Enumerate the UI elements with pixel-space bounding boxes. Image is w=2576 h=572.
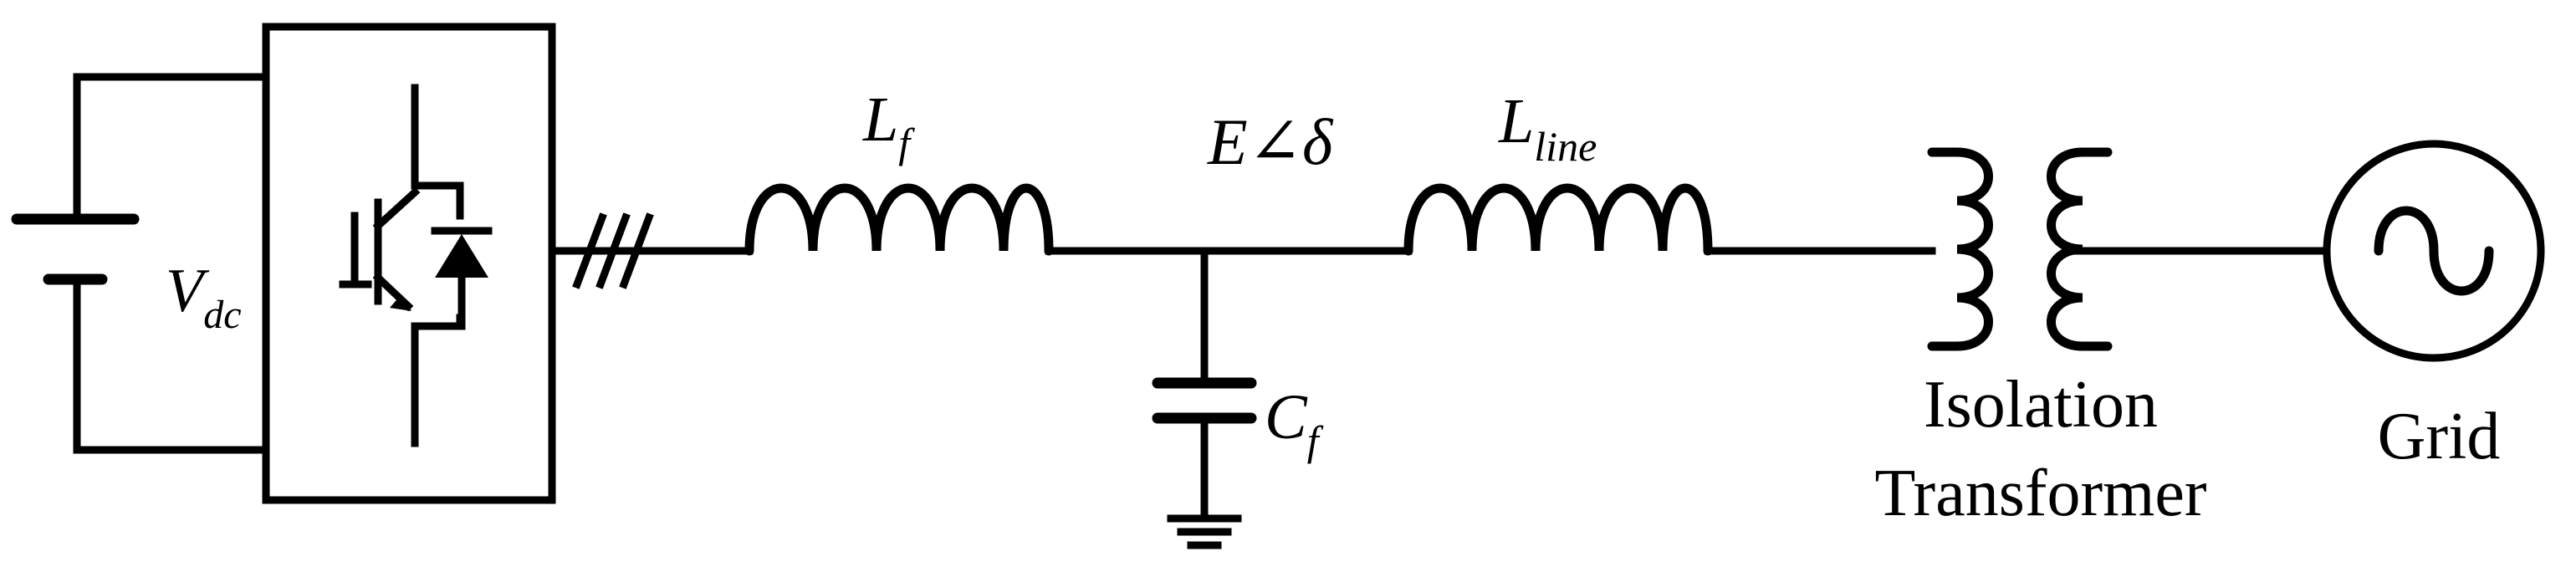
lline-label: Lline xyxy=(1498,86,1597,170)
inverter-box xyxy=(262,23,556,504)
dc-top-wire xyxy=(73,73,270,220)
inverter xyxy=(262,23,556,504)
igbt-emitter-lead xyxy=(411,314,464,447)
inductor-lline xyxy=(1403,183,1713,256)
voltage-label: E∠δ xyxy=(1207,105,1334,178)
dc-source xyxy=(11,73,270,454)
primary-winding xyxy=(1927,147,1993,351)
three-phase-output xyxy=(548,212,754,289)
igbt-collector xyxy=(411,84,464,220)
cf-label: Cf xyxy=(1265,382,1324,464)
inductor-lf xyxy=(744,183,1054,256)
transformer-label-line1: Isolation xyxy=(1924,368,2158,442)
igbt-collector-leg xyxy=(372,186,421,232)
phase-slash-3 xyxy=(619,212,654,289)
grid-label: Grid xyxy=(2378,400,2501,473)
phase-slash-2 xyxy=(595,212,631,289)
capacitor-cf xyxy=(1152,247,1257,549)
diode-triangle-icon xyxy=(435,234,488,278)
transformer-label-line2: Transformer xyxy=(1875,457,2207,530)
grid-circle xyxy=(2323,140,2545,362)
sine-wave-icon xyxy=(2374,206,2494,296)
dc-bottom-wire xyxy=(73,278,270,454)
igbt-arrow-icon xyxy=(390,294,411,311)
phase-slash-1 xyxy=(572,212,607,289)
ac-grid-source xyxy=(2323,140,2545,362)
lf-label: Lf xyxy=(862,84,915,166)
vdc-label: Vdc xyxy=(166,257,242,337)
